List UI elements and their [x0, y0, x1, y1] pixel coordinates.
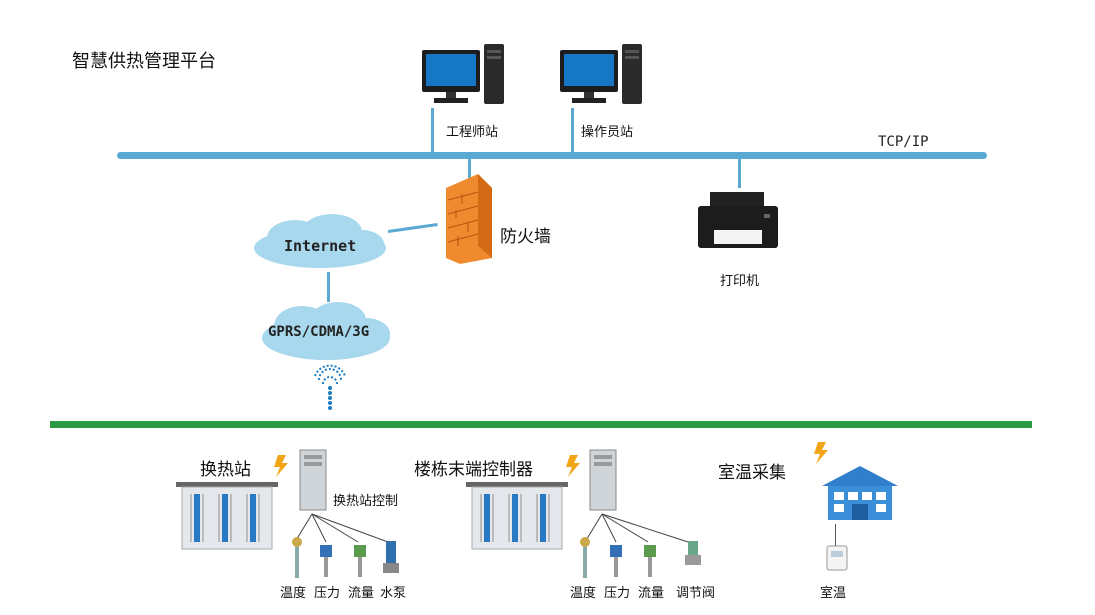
cabinet-icon-station [176, 482, 278, 550]
sensor-icon-flow [354, 545, 366, 577]
printer-label: 打印机 [720, 274, 760, 289]
lightning-icon-building [566, 455, 580, 477]
internet-label: Internet [284, 237, 357, 255]
sensor-icon-flow [644, 545, 656, 577]
building-wiring [584, 513, 689, 543]
station-controller-label: 换热站控制 [333, 494, 399, 509]
building-device-1: 温度 [570, 586, 597, 601]
lightning-icon-room [814, 442, 828, 464]
sensor-icon-pressure [610, 545, 622, 577]
lightning-icon-station [274, 455, 288, 477]
station-device-2: 压力 [314, 586, 341, 601]
controller-icon-station [299, 449, 327, 511]
building-title: 楼栋末端控制器 [414, 460, 533, 480]
station-title: 换热站 [200, 460, 251, 480]
page-title: 智慧供热管理平台 [72, 51, 216, 72]
workstation-label-engineer: 工程师站 [446, 125, 499, 140]
controller-icon-building [589, 449, 617, 511]
tcpip-bus [117, 152, 987, 159]
cabinet-icon-building [466, 482, 568, 550]
sensor-icon-pressure [320, 545, 332, 577]
building-device-3: 流量 [638, 586, 665, 601]
antenna-icon [314, 364, 346, 410]
sensor-icon-temperature [580, 537, 590, 578]
station-device-3: 流量 [348, 586, 375, 601]
computer-icon-operator [560, 44, 642, 104]
workstation-label-operator: 操作员站 [581, 125, 634, 140]
cloud-icon-internet [254, 214, 386, 268]
room-title: 室温采集 [718, 463, 786, 483]
house-icon [822, 466, 898, 520]
wireless-label: GPRS/CDMA/3G [268, 324, 370, 340]
sensor-icon-room [826, 545, 848, 571]
room-device-label: 室温 [820, 586, 847, 601]
firewall-label: 防火墙 [500, 227, 551, 247]
building-device-4: 调节阀 [676, 586, 716, 601]
valve-icon [685, 541, 701, 565]
pump-icon [383, 541, 399, 573]
tcpip-label: TCP/IP [878, 134, 929, 150]
firewall-icon [446, 174, 492, 264]
computer-icon-engineer [422, 44, 504, 104]
cloud-icon-gprs [262, 302, 390, 360]
internet-firewall-link [387, 223, 438, 233]
building-device-2: 压力 [604, 586, 631, 601]
sensor-icon-temperature [292, 537, 302, 578]
field-bus [50, 421, 1032, 428]
station-device-1: 温度 [280, 586, 307, 601]
printer-icon [698, 192, 778, 248]
station-device-4: 水泵 [380, 586, 407, 601]
